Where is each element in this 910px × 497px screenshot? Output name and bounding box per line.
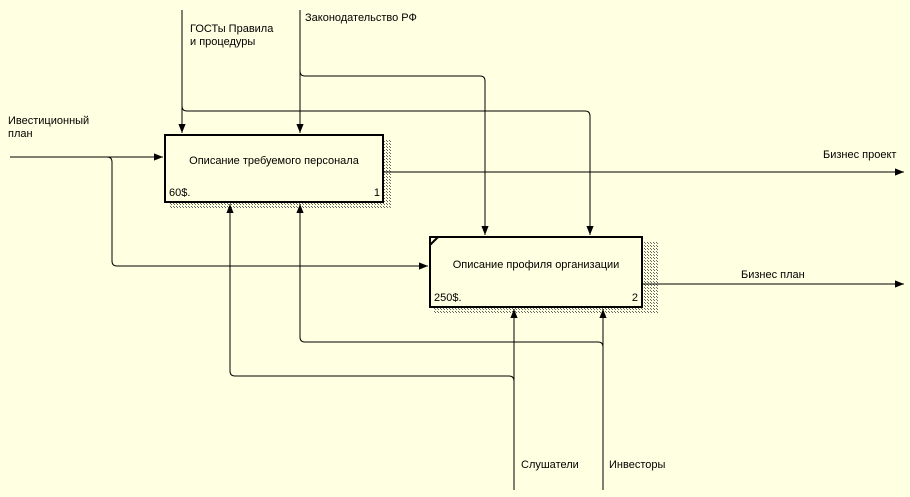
box-2-number: 2 — [631, 292, 638, 304]
arrow-investors-to-box1[interactable] — [296, 204, 604, 348]
arrow-gost-to-box2[interactable] — [181, 105, 594, 235]
label-invest-plan-line2: план — [8, 128, 33, 140]
activity-box-2[interactable] — [429, 236, 643, 308]
arrow-invest-plan-to-box2[interactable] — [106, 156, 428, 270]
box-2-corner-mark — [429, 236, 439, 246]
box-1-title: Описание требуемого персонала — [189, 155, 359, 167]
box-2-cost: 250$. — [434, 292, 462, 304]
label-investors: Инвесторы — [609, 459, 666, 471]
box-2-title: Описание профиля организации — [452, 259, 620, 271]
label-business-plan: Бизнес план — [741, 269, 805, 281]
box-1-number: 1 — [373, 187, 380, 199]
label-listeners: Слушатели — [521, 459, 579, 471]
label-gost-line2: и процедуры — [190, 36, 256, 48]
activity-box-1[interactable] — [164, 134, 384, 203]
label-invest-plan-line1: Ивестиционный — [8, 115, 90, 127]
label-business-project: Бизнес проект — [823, 149, 897, 161]
label-gost-line1: ГОСТы Правила — [190, 23, 274, 35]
arrow-law-to-box2[interactable] — [299, 70, 489, 235]
arrow-listeners-to-box1[interactable] — [226, 204, 515, 382]
label-law: Законодательство РФ — [305, 12, 417, 24]
box-1-cost: 60$. — [169, 187, 191, 199]
